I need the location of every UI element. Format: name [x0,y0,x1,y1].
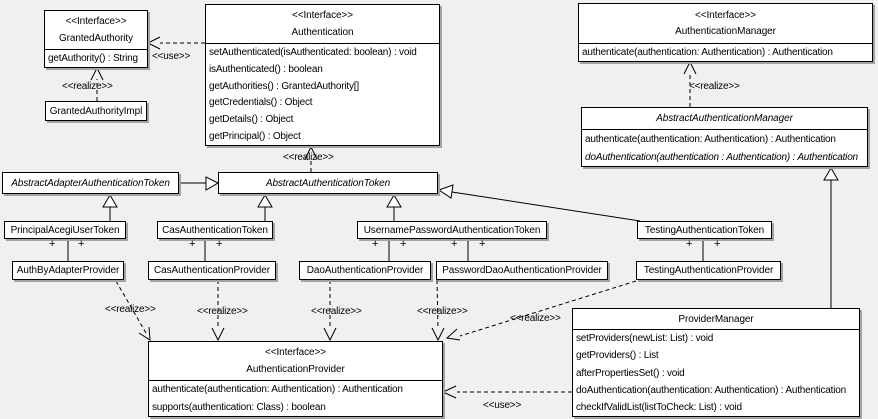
edge-label-realize: <<realize>> [283,152,334,163]
class-name: CasAuthenticationProvider [154,265,270,276]
stereotype-label: <<Interface>> [65,16,127,28]
edge-label-use: <<use>> [152,51,191,62]
method: getAuthority() : String [48,53,138,64]
dashed-dependency-lines [96,42,691,393]
edge-label-realize: <<realize>> [197,306,248,317]
methods-compartment: authenticate(authentication: Authenticat… [149,380,442,416]
method: setAuthenticated(isAuthenticated: boolea… [209,46,417,58]
class-authentication-manager: <<Interface>> AuthenticationManager auth… [578,3,873,62]
association-plus: + [400,238,407,250]
class-name: DaoAuthenticationProvider [306,265,424,276]
class-name: GrantedAuthorityImpl [49,105,143,117]
class-name: TestingAuthenticationToken [644,224,765,236]
class-header: ProviderManager [573,309,859,329]
methods-compartment: authenticate(authentication: Authenticat… [579,43,872,61]
class-name: CasAuthenticationToken [162,224,268,236]
class-password-dao-authentication-provider: PasswordDaoAuthenticationProvider [436,261,608,280]
class-name: AbstractAuthenticationToken [265,177,391,189]
generalization-lines [67,180,832,308]
class-name: ProviderManager [678,313,754,325]
method: supports(authentication: Class) : boolea… [152,401,326,413]
association-plus: + [189,238,196,250]
class-cas-authentication-token: CasAuthenticationToken [157,221,273,239]
class-header: <<Interface>> Authentication [206,5,439,43]
association-plus: + [686,238,693,250]
method: authenticate(authentication: Authenticat… [582,47,833,58]
class-name: PasswordDaoAuthenticationProvider [442,265,602,276]
class-username-password-authentication-token: UsernamePasswordAuthenticationToken [357,221,547,239]
class-cas-authentication-provider: CasAuthenticationProvider [148,261,276,280]
method: getPrincipal() : Object [209,131,301,143]
association-plus: + [49,238,56,250]
method: doAuthentication(authentication: Authent… [576,384,846,396]
class-name: AuthenticationManager [675,26,776,38]
class-authentication-provider: <<Interface>> AuthenticationProvider aut… [148,341,443,417]
edge-label-realize: <<realize>> [105,304,156,315]
class-dao-authentication-provider: DaoAuthenticationProvider [299,261,431,280]
method: authenticate(authentication: Authenticat… [585,133,836,145]
method: setProviders(newList: List) : void [576,333,714,345]
methods-compartment: authenticate(authentication: Authenticat… [582,129,867,166]
edge-label-realize: <<realize>> [510,313,561,324]
method: getAuthorities() : GrantedAuthority[] [209,80,359,92]
association-plus: + [216,238,223,250]
class-granted-authority-impl: GrantedAuthorityImpl [45,101,147,121]
association-plus: + [372,238,379,250]
class-testing-authentication-token: TestingAuthenticationToken [637,221,772,239]
edge-label-realize: <<realize>> [62,81,113,92]
stereotype-label: <<Interface>> [695,9,756,21]
class-header: <<Interface>> GrantedAuthority [45,11,147,49]
class-authentication: <<Interface>> Authentication setAuthenti… [205,4,440,146]
class-testing-authentication-provider: TestingAuthenticationProvider [636,261,781,280]
class-name: TestingAuthenticationProvider [643,265,774,276]
method: getProviders() : List [576,350,659,362]
class-name: Authentication [291,26,354,38]
methods-compartment: setAuthenticated(isAuthenticated: boolea… [206,43,439,145]
edge-label-realize: <<realize>> [311,306,362,317]
methods-compartment: getAuthority() : String [45,49,147,67]
method: getDetails() : Object [209,114,294,126]
class-header: <<Interface>> AuthenticationManager [579,4,872,43]
association-plus: + [479,238,486,250]
class-auth-by-adapter-provider: AuthByAdapterProvider [12,261,124,280]
methods-compartment: setProviders(newList: List) : void getPr… [573,329,859,416]
generalization-diagonal [451,191,641,222]
class-name: AbstractAdapterAuthenticationToken [11,177,170,189]
association-plus: + [78,238,85,250]
stereotype-label: <<Interface>> [265,347,326,359]
method: checkIfValidList(listToCheck: List) : vo… [576,401,742,413]
class-name: AuthenticationProvider [246,363,345,375]
class-name: AbstractAuthenticationManager [656,113,793,124]
class-name: GrantedAuthority [59,32,133,44]
class-abstract-adapter-authentication-token: AbstractAdapterAuthenticationToken [2,172,179,194]
class-header: AbstractAuthenticationManager [582,108,867,129]
class-principal-acegi-user-token: PrincipalAcegiUserToken [4,221,126,239]
stereotype-label: <<Interface>> [292,10,353,22]
method: getCredentials() : Object [209,97,313,109]
class-provider-manager: ProviderManager setProviders(newList: Li… [572,308,860,417]
class-name: AuthByAdapterProvider [16,265,120,276]
method: authenticate(authentication: Authenticat… [152,384,403,396]
method: afterPropertiesSet() : void [576,367,685,379]
generalization-triangle-arrowheads [102,167,839,208]
method-abstract: doAuthentication(authentication : Authen… [585,151,858,163]
edge-label-use: <<use>> [483,400,522,411]
class-name: UsernamePasswordAuthenticationToken [363,224,541,236]
class-granted-authority: <<Interface>> GrantedAuthority getAuthor… [44,10,148,68]
class-header: <<Interface>> AuthenticationProvider [149,342,442,380]
association-plus: + [451,238,458,250]
method: isAuthenticated() : boolean [209,63,323,75]
edge-label-realize: <<realize>> [417,306,468,317]
class-abstract-authentication-manager: AbstractAuthenticationManager authentica… [581,107,868,167]
edge-label-realize: <<realize>> [689,81,740,92]
association-plus: + [714,238,721,250]
class-name: PrincipalAcegiUserToken [10,224,120,236]
class-abstract-authentication-token: AbstractAuthenticationToken [218,172,438,194]
open-v-arrowheads [90,36,697,399]
